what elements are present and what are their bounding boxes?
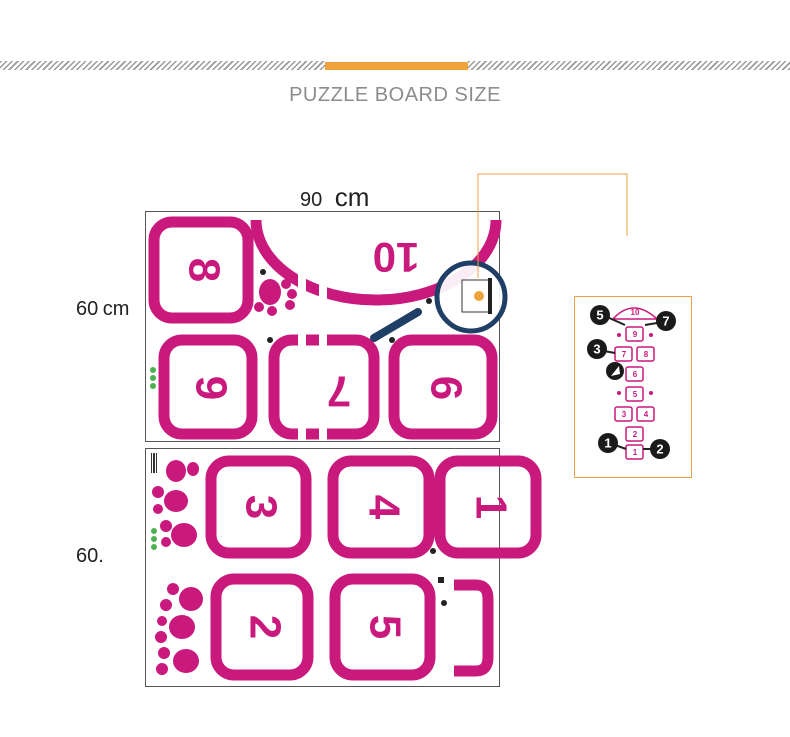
header-hatch-left xyxy=(0,61,326,70)
preview-square-9 xyxy=(625,326,644,342)
bottom-number-5: 5 xyxy=(360,615,409,639)
bottom-square-3 xyxy=(205,455,312,559)
bottom-square-5 xyxy=(329,573,436,681)
preview-graphic: 10 9 7 8 6 5 3 4 2 1 5 7 3 xyxy=(587,305,676,460)
panel-split-gap-left xyxy=(298,212,306,441)
width-unit: cm xyxy=(334,182,370,212)
green-dots-bottom-icon xyxy=(151,528,157,550)
paw-print-icon xyxy=(254,279,297,316)
label-marks xyxy=(260,269,432,343)
width-label: 90 cm xyxy=(300,182,369,213)
width-value: 90 xyxy=(300,189,323,211)
height-top-label: 60 cm xyxy=(76,298,129,321)
bottom-square-4 xyxy=(327,455,435,559)
top-number-9: 9 xyxy=(186,376,235,400)
bottom-board-panel: 3 4 1 2 5 xyxy=(145,448,542,687)
marker-label-3: 3 xyxy=(593,341,600,356)
preview-square-5 xyxy=(625,386,644,402)
header-hatch-right xyxy=(468,61,790,70)
marker-label-5: 5 xyxy=(596,307,603,322)
preview-paw-icons xyxy=(617,333,653,395)
marker-label-1: 1 xyxy=(604,435,611,450)
barcode-icon xyxy=(151,453,157,473)
height-bottom-label: 60. xyxy=(76,545,104,568)
preview-label-10: 10 xyxy=(631,308,640,317)
top-number-7: 7 xyxy=(327,366,351,415)
preview-square-4 xyxy=(636,406,655,422)
preview-label-8: 8 xyxy=(644,350,649,359)
preview-square-6 xyxy=(625,366,644,382)
preview-label-9: 9 xyxy=(633,330,638,339)
top-square-6 xyxy=(388,334,498,440)
preview-square-8 xyxy=(636,346,655,362)
top-square-8 xyxy=(148,216,254,324)
bottom-partial-square xyxy=(454,579,494,677)
top-number-8: 8 xyxy=(179,258,228,282)
top-board-panel: 8 10 9 7 6 xyxy=(145,211,508,442)
paw-cluster-bottom-icon xyxy=(155,583,203,675)
preview-label-3: 3 xyxy=(622,410,627,419)
preview-label-2: 2 xyxy=(633,430,638,439)
page-title: PUZZLE BOARD SIZE xyxy=(289,84,501,106)
top-board-graphic: 8 10 9 7 6 xyxy=(148,212,508,441)
bottom-board-graphic: 3 4 1 2 5 xyxy=(151,453,542,681)
bottom-square-1 xyxy=(434,455,542,559)
leader-line xyxy=(477,173,628,278)
preview-label-7: 7 xyxy=(622,350,627,359)
top-number-6: 6 xyxy=(421,376,470,400)
marker-2 xyxy=(650,439,670,459)
preview-square-7 xyxy=(614,346,633,362)
top-half-circle xyxy=(250,219,502,306)
marker-5 xyxy=(590,305,610,325)
green-dots-icon xyxy=(150,367,156,389)
height-top-unit: cm xyxy=(102,298,130,320)
marker-label-2: 2 xyxy=(656,441,663,456)
marker-7 xyxy=(656,311,676,331)
preview-label-4: 4 xyxy=(644,410,649,419)
panel-split-gap-right xyxy=(319,212,327,441)
marker-label-7: 7 xyxy=(662,313,669,328)
top-number-10: 10 xyxy=(373,234,420,281)
height-bottom-value: 60. xyxy=(76,545,104,567)
preview-label-1: 1 xyxy=(633,448,638,457)
header-accent-bar xyxy=(325,62,468,70)
paw-cluster-top-icon xyxy=(152,460,199,547)
preview-square-2 xyxy=(625,426,644,442)
preview-square-3 xyxy=(614,406,633,422)
marker-3 xyxy=(587,339,607,359)
layout-preview: 10 9 7 8 6 5 3 4 2 1 5 7 3 xyxy=(574,296,692,478)
preview-label-6: 6 xyxy=(633,370,638,379)
bottom-square-2 xyxy=(210,573,314,681)
preview-square-1 xyxy=(625,444,644,460)
bottom-number-2: 2 xyxy=(240,615,289,639)
magnifier-icon xyxy=(370,260,508,342)
preview-markers: 5 7 3 1 2 xyxy=(587,305,676,459)
bottom-number-3: 3 xyxy=(236,495,285,519)
height-top-value: 60 xyxy=(76,298,99,320)
label-marks-bottom xyxy=(430,548,447,606)
marker-1 xyxy=(598,433,618,453)
preview-label-5: 5 xyxy=(633,390,638,399)
bottom-number-4: 4 xyxy=(359,495,408,520)
top-square-9 xyxy=(158,334,258,440)
bottom-number-1: 1 xyxy=(466,495,515,519)
